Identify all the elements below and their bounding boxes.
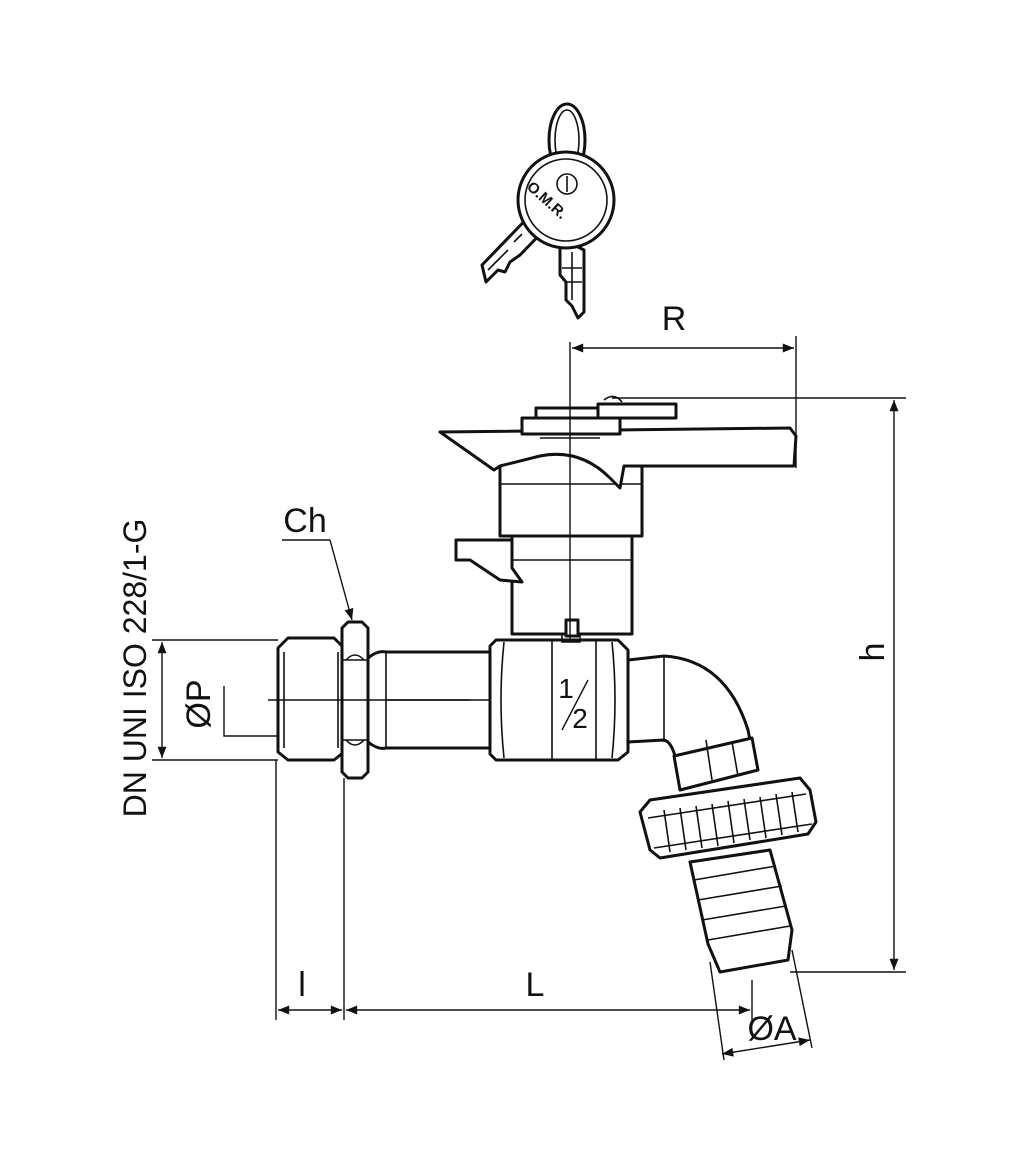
- dimension-P: [152, 639, 278, 761]
- label-L: L: [526, 966, 545, 1004]
- spout: [626, 654, 760, 792]
- label-standard: DN UNI ISO 228/1-G: [117, 519, 153, 818]
- center-lines: [268, 342, 571, 701]
- key-head-icon: O.M.R.: [516, 150, 616, 250]
- dimension-R: [572, 336, 797, 468]
- label-h: h: [854, 643, 892, 662]
- label-Ch: Ch: [283, 502, 326, 540]
- side-lever: [454, 538, 524, 584]
- threaded-inlet: [276, 636, 346, 762]
- key-right-icon: [558, 236, 586, 320]
- label-R: R: [662, 300, 687, 338]
- valve-body: [488, 638, 630, 762]
- hose-tail: [688, 848, 794, 974]
- hose-coupling-nut: [638, 776, 818, 860]
- label-l: l: [298, 966, 306, 1004]
- size-fraction: 1 2: [558, 673, 589, 734]
- size-numerator: 1: [558, 673, 574, 704]
- label-P: ØP: [180, 679, 218, 728]
- bonnet: [510, 534, 634, 643]
- dimension-h: [612, 397, 906, 973]
- dimension-l-and-L: [275, 760, 753, 1020]
- size-denominator: 2: [572, 703, 588, 734]
- top-handle: [438, 426, 798, 490]
- label-A: ØA: [747, 1010, 796, 1048]
- keys-illustration: O.M.R.: [480, 102, 616, 320]
- tap-body: [276, 395, 818, 974]
- padlock-cap: [520, 395, 678, 439]
- dimension-A: [709, 949, 813, 1061]
- dimension-Ch: [282, 539, 354, 621]
